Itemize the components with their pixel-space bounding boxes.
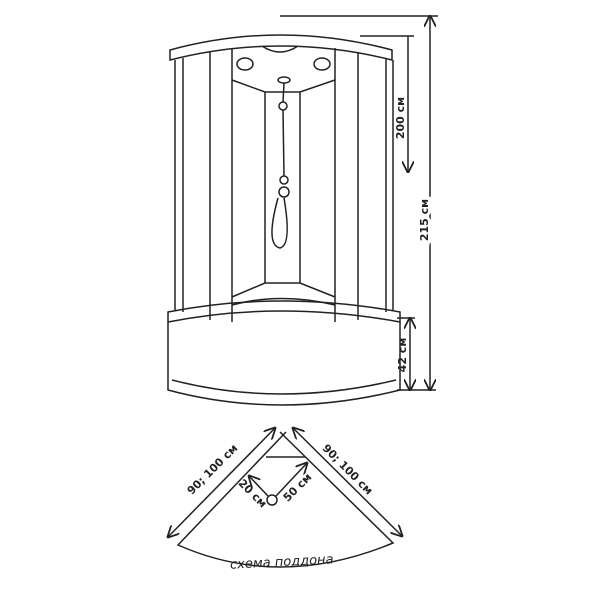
drain-corner-offset-label: 50 см xyxy=(281,471,315,505)
cabin-height-label: 200 см xyxy=(394,97,407,139)
back-panel xyxy=(231,79,336,306)
cabin-frame xyxy=(174,58,394,312)
cabin-roof xyxy=(169,34,393,61)
tray-front xyxy=(167,322,401,406)
drain-side-offset-label: 20 см xyxy=(236,477,270,511)
right-side-label: 90; 100 см xyxy=(320,442,376,498)
total-height-label: 215 см xyxy=(418,199,431,241)
top-light xyxy=(261,45,299,53)
tray-plan: 90; 100 см 90; 100 см 20 см 50 см схема … xyxy=(168,428,402,573)
height-dimensions: 200 см 215 см 42 см xyxy=(280,16,438,390)
tray-rim xyxy=(167,300,401,323)
speaker-right-icon xyxy=(313,57,331,71)
tray-height-label: 42 см xyxy=(396,338,409,373)
cabin-doors xyxy=(209,48,359,322)
shower-cabin-front-view xyxy=(167,34,401,406)
speaker-left-icon xyxy=(236,57,254,71)
shower-head-icon xyxy=(271,76,291,249)
tray-line xyxy=(171,379,397,395)
plan-caption: схема поддона xyxy=(230,552,334,572)
tray-outline xyxy=(176,431,395,568)
drain-icon xyxy=(266,494,278,506)
